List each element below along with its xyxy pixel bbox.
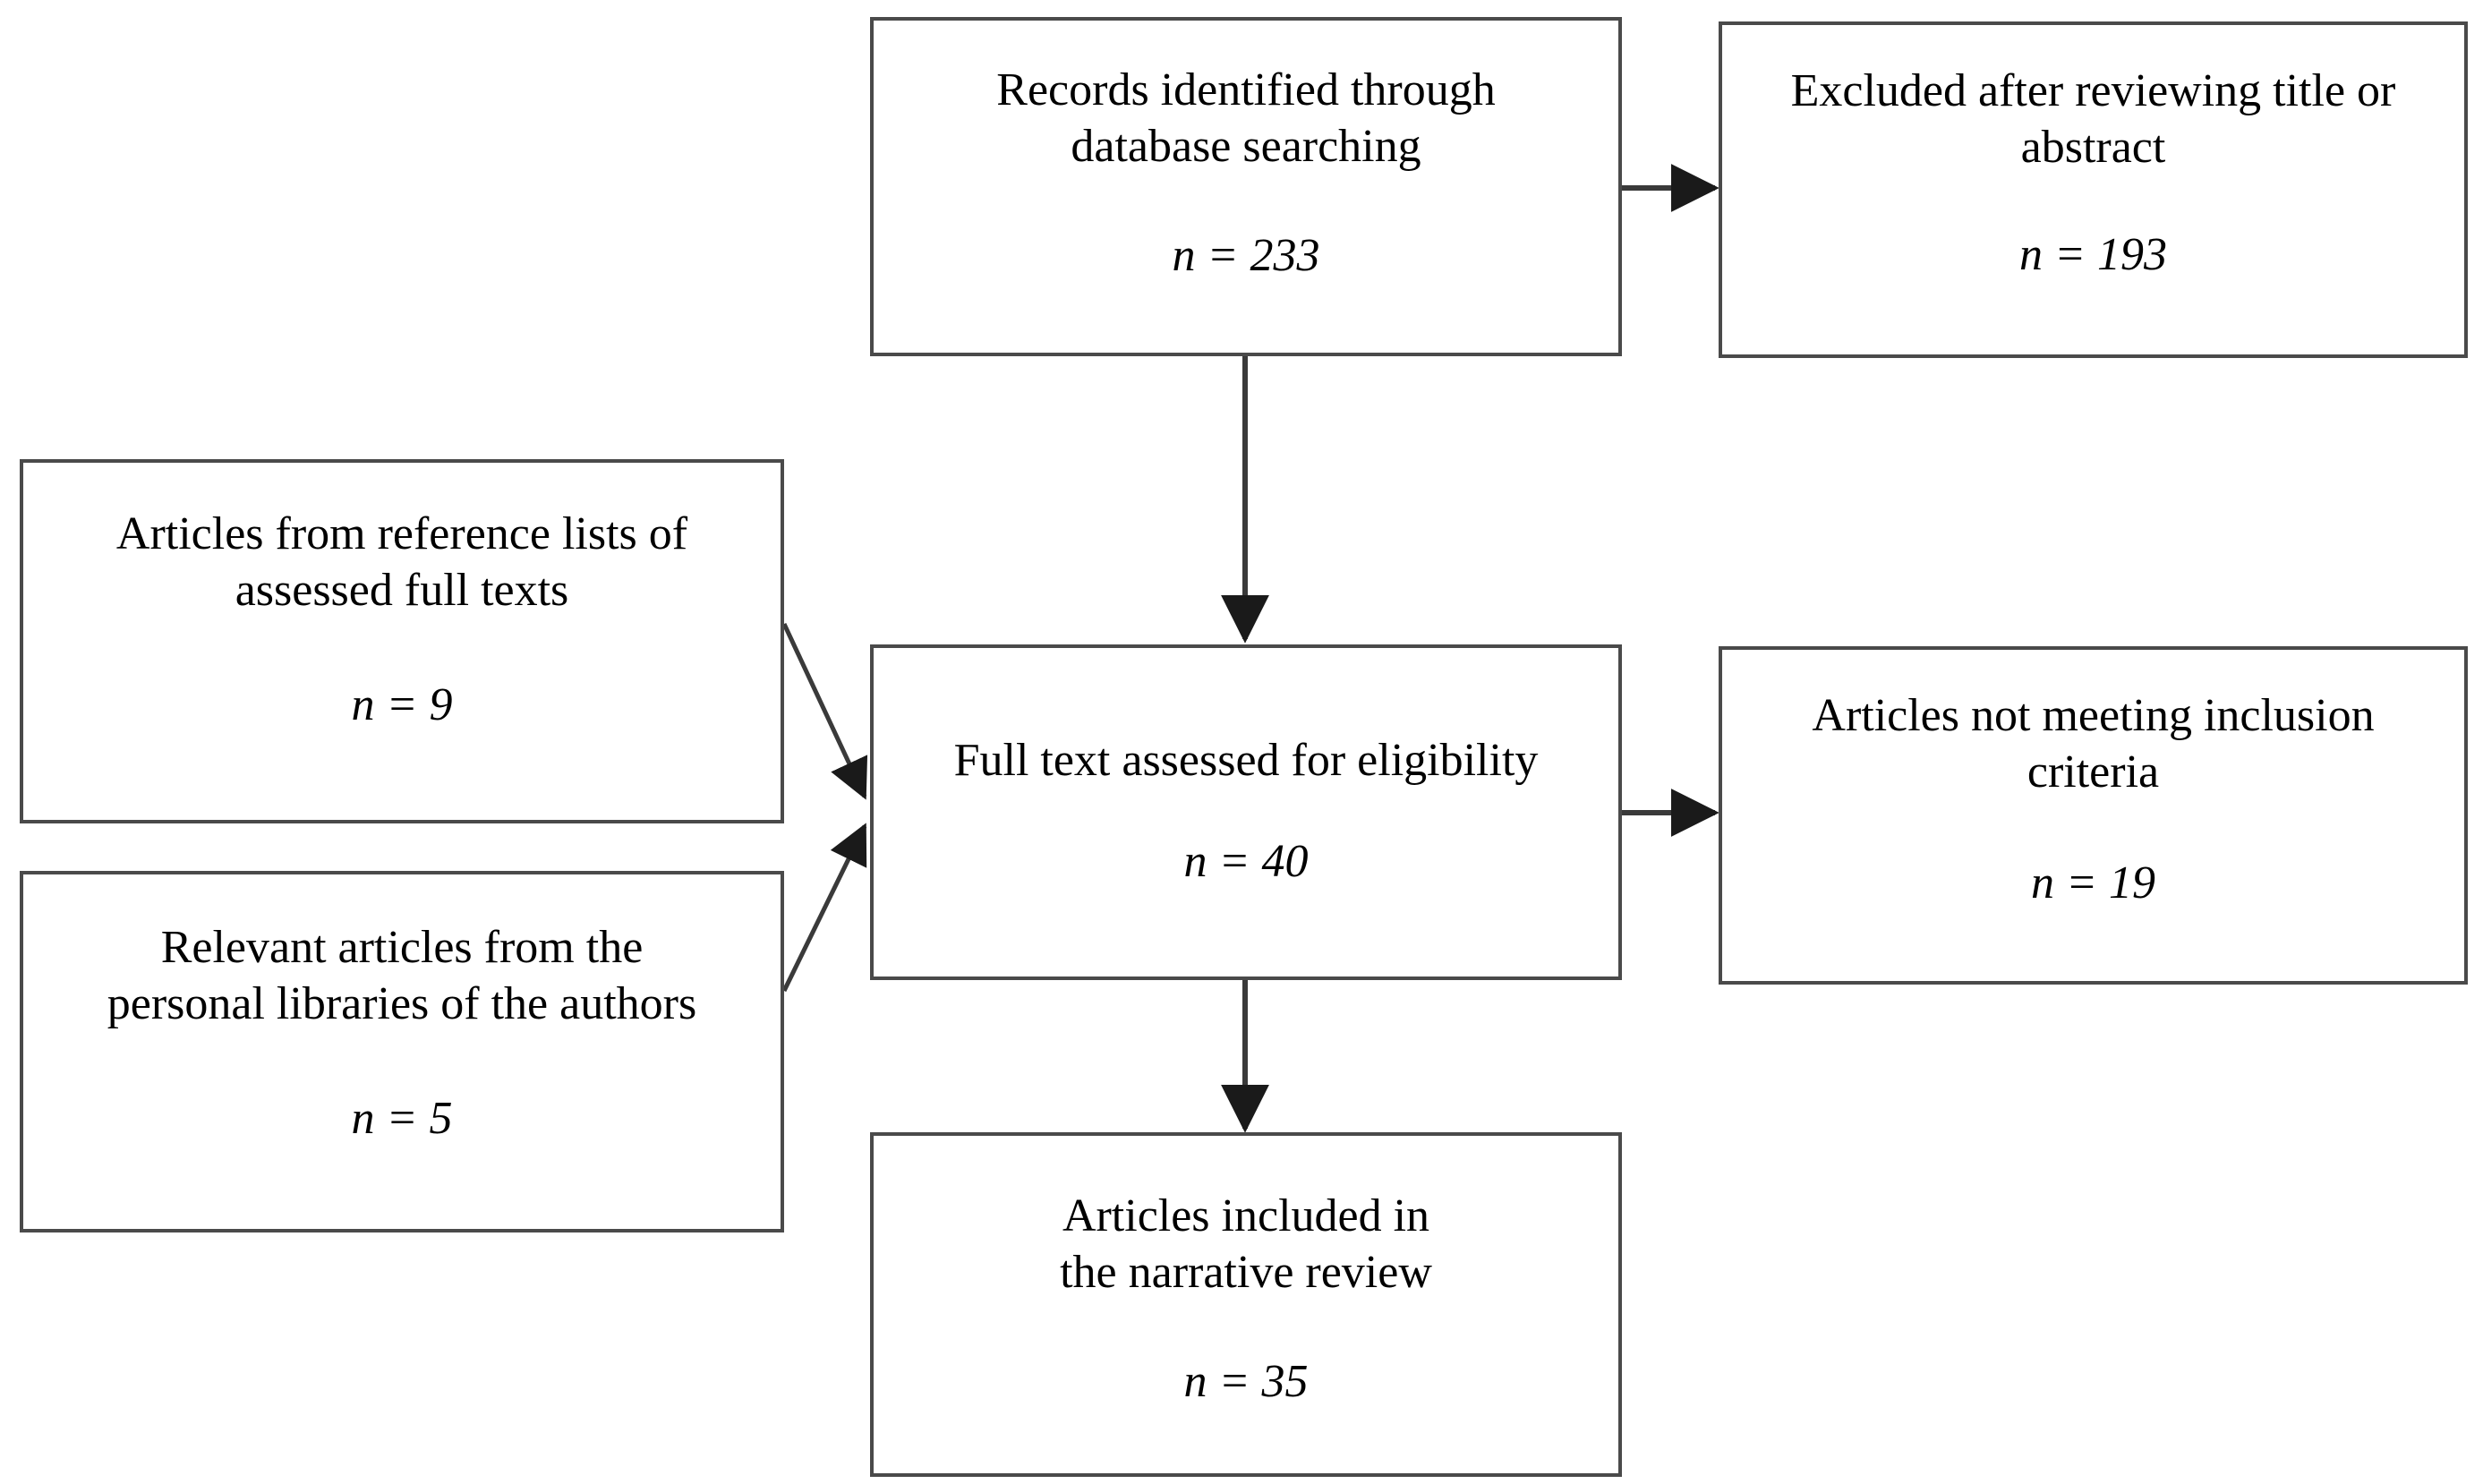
node-count: n = 5 [351, 1092, 453, 1144]
node-title: Articles from reference lists of assesse… [115, 508, 688, 617]
node-count: n = 19 [2030, 857, 2156, 908]
node-not-meeting-criteria: Articles not meeting inclusion criteria … [1719, 646, 2468, 985]
node-reference-lists: Articles from reference lists of assesse… [20, 459, 784, 823]
node-title: Articles included in the narrative revie… [1060, 1190, 1432, 1299]
node-count: n = 35 [1183, 1355, 1309, 1407]
node-excluded-title-abstract: Excluded after reviewing title or abstra… [1719, 21, 2468, 358]
node-count: n = 9 [351, 678, 453, 730]
edge-personal-libraries-to-fulltext [781, 823, 867, 993]
node-count: n = 233 [1172, 229, 1320, 281]
node-title: Relevant articles from the personal libr… [107, 922, 697, 1030]
node-title: Records identified through database sear… [996, 64, 1496, 173]
edge-reference-lists-to-fulltext [781, 622, 868, 800]
node-personal-libraries: Relevant articles from the personal libr… [20, 871, 784, 1232]
node-count: n = 193 [2018, 228, 2168, 280]
node-count: n = 40 [1183, 836, 1309, 888]
node-included-narrative-review: Articles included in the narrative revie… [870, 1132, 1622, 1477]
node-title: Excluded after reviewing title or abstra… [1790, 65, 2396, 174]
node-full-text-assessed: Full text assessed for eligibility n = 4… [870, 644, 1622, 980]
node-title: Articles not meeting inclusion criteria [1812, 690, 2375, 798]
node-title: Full text assessed for eligibility [953, 735, 1539, 786]
node-records-identified: Records identified through database sear… [870, 17, 1622, 356]
